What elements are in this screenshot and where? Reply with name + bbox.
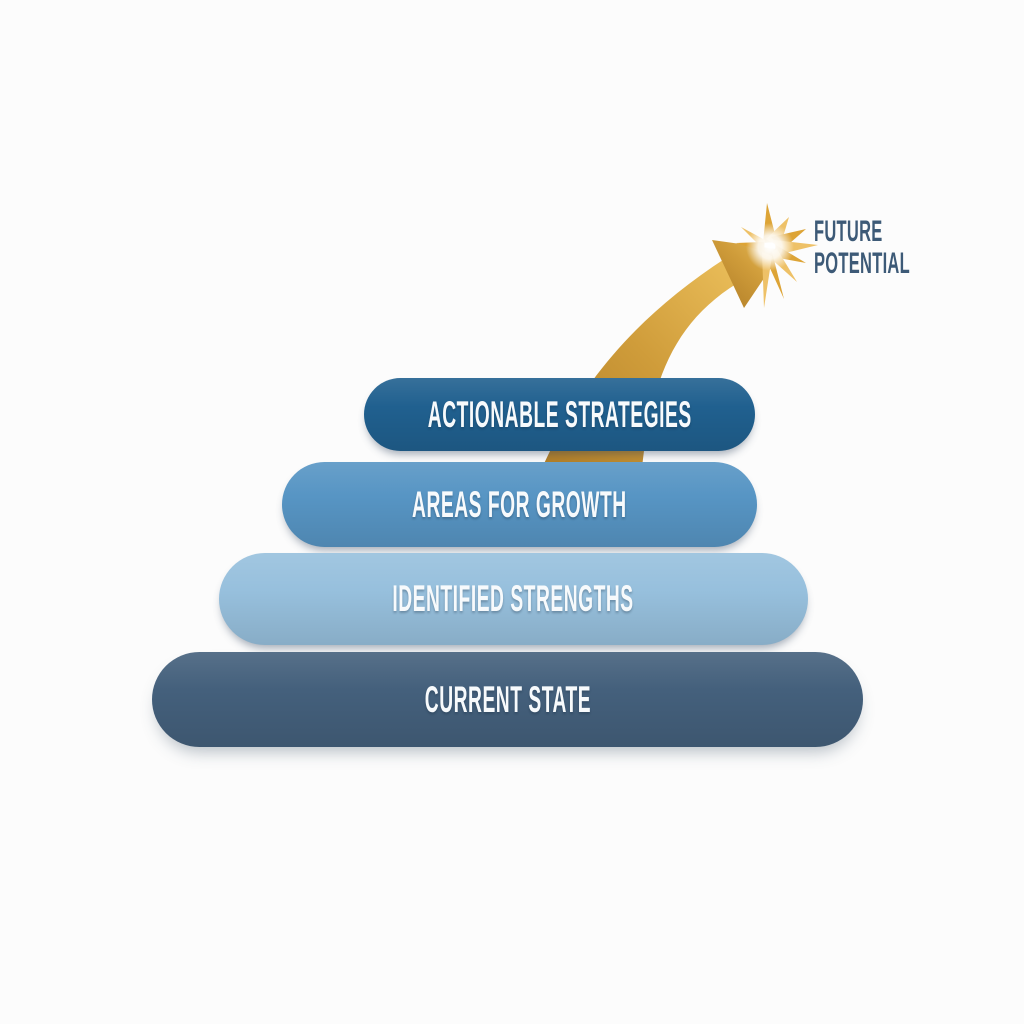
pyramid-level-current-state: CURRENT STATE	[152, 652, 863, 747]
pyramid-level-areas-for-growth: AREAS FOR GROWTH	[282, 462, 757, 547]
pyramid-level-label: IDENTIFIED STRENGTHS	[392, 578, 635, 619]
pyramid-level-actionable-strategies: ACTIONABLE STRATEGIES	[364, 378, 755, 451]
pyramid-level-label: ACTIONABLE STRATEGIES	[427, 393, 692, 435]
pyramid-level-label: CURRENT STATE	[424, 678, 591, 720]
pyramid-level-label: AREAS FOR GROWTH	[412, 483, 627, 525]
future-potential-line1: FUTURE	[814, 215, 883, 248]
growth-arrow-icon	[533, 240, 783, 490]
future-potential-label: FUTURE POTENTIAL	[814, 216, 910, 280]
future-potential-line2: POTENTIAL	[814, 247, 910, 280]
pyramid-level-identified-strengths: IDENTIFIED STRENGTHS	[219, 553, 808, 645]
starburst-icon	[736, 203, 818, 308]
